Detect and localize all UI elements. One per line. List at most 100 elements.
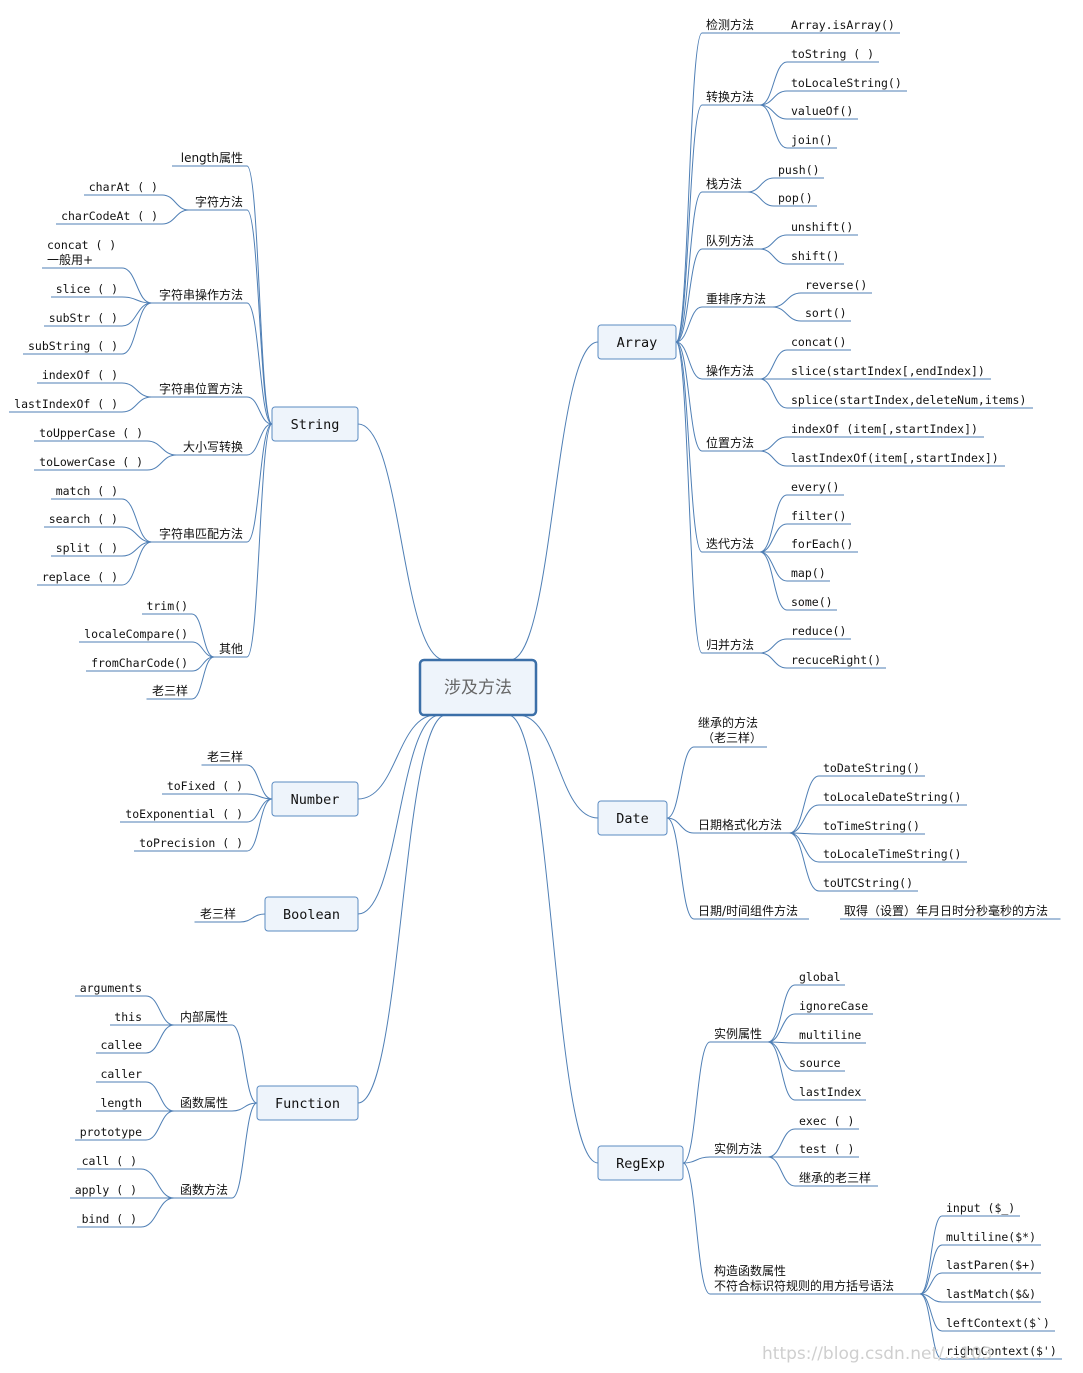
number-item-1-link (246, 793, 273, 800)
link-center-regexp (507, 714, 599, 1164)
array-pos-item-1: lastIndexOf(item[,startIndex]) (791, 451, 999, 465)
array-sort-link (675, 306, 703, 343)
regexp-ctor-item-4: leftContext($`) (946, 1316, 1050, 1330)
array-iter-item-0: every() (791, 480, 839, 494)
watermark: https://blog.csdn.net/...103 (762, 1344, 993, 1364)
array-ops-item-2: splice(startIndex,deleteNum,items) (791, 393, 1026, 407)
array-sort-item-1: sort() (805, 306, 847, 320)
function-props-item-1: length (100, 1096, 142, 1110)
regexp-label: RegExp (616, 1156, 665, 1172)
regexp-props-item-2: multiline (799, 1028, 861, 1042)
regexp-box[interactable] (597, 1145, 684, 1181)
number-item-2-link (246, 798, 273, 823)
function-box[interactable] (256, 1085, 359, 1121)
regexp-methods-item-0: exec ( ) (799, 1114, 854, 1128)
string-ops-item-3: subStr ( ) (49, 311, 118, 325)
regexp-methods-item-2-link (767, 1156, 796, 1187)
string-other-item-2: fromCharCode() (91, 656, 188, 670)
string-ops-item-4: subString ( ) (28, 339, 118, 353)
date-format-item-2: toTimeString() (823, 819, 920, 833)
array-box[interactable] (597, 324, 677, 360)
function-inner-title: 内部属性 (180, 1009, 228, 1024)
string-char-item-0-link (161, 194, 190, 211)
array-detect-link (675, 32, 703, 343)
date-format-item-0-link (789, 775, 820, 834)
array-convert-item-1: toLocaleString() (791, 76, 902, 90)
regexp-props-title: 实例属性 (714, 1026, 762, 1041)
array-stack-item-1: pop() (778, 191, 813, 205)
array-ops-item-2-link (759, 378, 788, 409)
array-convert-link (675, 104, 703, 343)
string-other-link (246, 423, 273, 658)
array-iter-link (675, 341, 703, 553)
string-box[interactable] (271, 406, 359, 442)
date-format-item-4: toUTCString() (823, 876, 913, 890)
link-center-date (517, 714, 599, 819)
array-reduce-item-1: recuceRight() (791, 653, 881, 667)
string-char-link (246, 209, 273, 425)
function-methods-title: 函数方法 (180, 1182, 228, 1197)
string-case-item-0-link (146, 440, 177, 456)
date-box[interactable] (597, 800, 668, 836)
array-ops-item-0: concat() (791, 335, 846, 349)
date-format-item-0: toDateString() (823, 761, 920, 775)
string-match-title: 字符串匹配方法 (159, 526, 243, 541)
date-format-item-1-link (789, 804, 820, 834)
array-convert-item-3-link (759, 104, 788, 149)
array-ops-title: 操作方法 (706, 363, 754, 378)
regexp-methods-item-1: test ( ) (799, 1142, 854, 1156)
number-item-3-link (246, 798, 273, 852)
function-inner-item-2: callee (100, 1038, 142, 1052)
string-match-item-1: search ( ) (49, 512, 118, 526)
date-component-title: 日期/时间组件方法 (698, 903, 798, 918)
regexp-ctor-item-5: rightContext($') (946, 1344, 1057, 1358)
string-length: length属性 (181, 151, 243, 165)
array-iter-item-3: map() (791, 566, 826, 580)
array-sort-item-0-link (772, 292, 802, 308)
array-pos-link (675, 341, 703, 452)
string-other-item-0: trim() (146, 599, 188, 613)
array-pos-title: 位置方法 (706, 435, 754, 450)
boolean-item-0: 老三样 (200, 906, 236, 921)
array-sort-title: 重排序方法 (706, 291, 766, 306)
array-convert-item-0-link (759, 61, 788, 106)
string-ops-item-4-link (121, 302, 152, 355)
number-item-0-link (246, 764, 273, 800)
string-length-link (246, 165, 273, 425)
array-queue-item-1-link (759, 248, 788, 265)
array-convert-item-0: toString ( ) (791, 47, 874, 61)
array-stack-title: 栈方法 (706, 176, 742, 191)
date-component-link (666, 817, 695, 920)
array-iter-item-4: some() (791, 595, 833, 609)
array-stack-link (675, 191, 703, 343)
center-box[interactable] (418, 658, 538, 717)
string-match-item-3: replace ( ) (42, 570, 118, 584)
array-iter-item-0-link (759, 494, 788, 553)
number-item-2: toExponential ( ) (125, 807, 243, 821)
array-queue-title: 队列方法 (706, 233, 754, 248)
function-label: Function (275, 1096, 340, 1112)
function-props-item-0: caller (100, 1067, 142, 1081)
string-pos-item-1-link (121, 396, 152, 413)
function-inner-item-0: arguments (80, 981, 142, 995)
string-pos-item-0: indexOf ( ) (42, 368, 118, 382)
array-iter-item-1: filter() (791, 509, 846, 523)
string-char-item-1-link (161, 209, 190, 225)
array-reduce-link (675, 341, 703, 654)
link-center-number (357, 714, 437, 800)
date-inherit-line2: （老三样） (702, 730, 762, 745)
array-detect-item-0: Array.isArray() (791, 18, 895, 32)
array-queue-item-1: shift() (791, 249, 839, 263)
date-format-item-3-link (789, 832, 820, 863)
number-item-3: toPrecision ( ) (139, 836, 243, 850)
number-box[interactable] (271, 781, 359, 817)
string-match-item-1-link (121, 526, 152, 543)
string-ops-item-0-link (121, 267, 152, 304)
number-item-1: toFixed ( ) (167, 779, 243, 793)
array-stack-item-1-link (747, 191, 775, 207)
array-convert-item-2: valueOf() (791, 104, 853, 118)
function-methods-link (231, 1102, 258, 1199)
array-pos-item-0-link (759, 436, 788, 452)
boolean-box[interactable] (264, 896, 359, 932)
date-label: Date (616, 811, 649, 827)
